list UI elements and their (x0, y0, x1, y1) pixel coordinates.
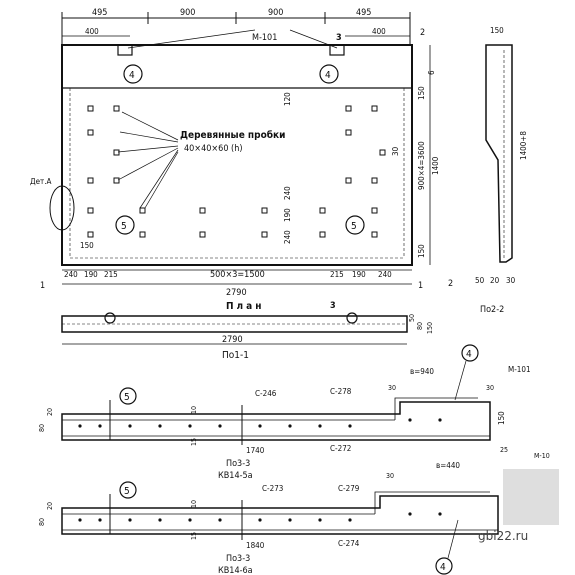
mark-4-left: 4 (129, 70, 135, 81)
side-dim-1408: 1400+8 (519, 131, 528, 160)
sec33a-mark-4: 4 (466, 349, 472, 360)
sec33b-rebar-1: С-273 (262, 484, 283, 493)
bot-dim-2: 190 (84, 270, 98, 279)
bot-dim-6: 190 (352, 270, 366, 279)
int-dim-150: 150 (80, 241, 94, 250)
sec33b-dim-20: 20 (46, 502, 54, 510)
int-dim-2: 240 (283, 186, 292, 200)
sec33b-dim-30: 30 (386, 472, 394, 480)
small-dim-80: 80 (416, 322, 424, 330)
sec33a-dim-10: 10 (190, 406, 198, 414)
top-dim-3: 900 (268, 8, 283, 18)
watermark-text: gbi22.ru (478, 529, 529, 543)
sec33a-dim-15: 15 (190, 438, 198, 446)
sec33a-mark-5: 5 (124, 392, 130, 403)
watermark-logo-icon (503, 469, 559, 525)
sec33b-dim-80: 80 (38, 518, 46, 526)
plug-size: 40×40×60 (h) (184, 144, 243, 154)
cut-3-top: 3 (336, 33, 342, 43)
sec33a-b: в=940 (410, 367, 434, 376)
small-dim-150: 150 (426, 322, 434, 334)
sec33b-title: По3-3 (226, 554, 250, 564)
total-width: 2790 (226, 288, 247, 298)
bot-dim-7: 240 (378, 270, 392, 279)
small-dim-50: 50 (408, 314, 416, 322)
sec33a-dim-1740: 1740 (246, 446, 265, 455)
top-dim-1: 495 (92, 8, 107, 18)
bot-dim-3: 215 (104, 270, 118, 279)
int-dim-4: 240 (283, 230, 292, 244)
top-dim-4: 495 (356, 8, 371, 18)
section-3-3-a: 5 4 в=940 М-101 С-246 С-278 С-272 80 20 … (38, 344, 531, 481)
panel-outline (61, 44, 413, 266)
sec33a-rebar-3: С-272 (330, 444, 351, 453)
cut-1-left: 1 (40, 281, 45, 291)
cut-1-right: 1 (418, 281, 423, 291)
plan-title: План (226, 301, 264, 312)
cut-2-top: 2 (420, 28, 425, 38)
sec33a-dim-30a: 30 (388, 384, 396, 392)
mark-m101: М-101 (252, 33, 277, 43)
int-dim-1: 120 (283, 92, 292, 106)
plan-view: 495 900 900 495 400 400 М-101 3 2 4 4 (30, 8, 453, 312)
sec33a-dim-30b: 30 (486, 384, 494, 392)
right-dim-1400: 1400 (431, 156, 440, 175)
sec33a-dim-20: 20 (46, 408, 54, 416)
rebar-dots (78, 418, 442, 522)
side-dim-150: 150 (490, 26, 504, 35)
section11-dim: 2790 (222, 335, 243, 345)
sec33a-dim-25: 25 (500, 446, 508, 454)
bot-dim-5: 215 (330, 270, 344, 279)
side-bot-50: 50 (475, 276, 485, 285)
cut-2-bottom: 2 (448, 279, 453, 289)
section-3-3-b: 5 4 в=440 М-10 С-273 С-279 С-274 80 20 1… (38, 452, 550, 575)
sec33b-dim-1840: 1840 (246, 541, 265, 550)
right-dim-6: 6 (427, 70, 436, 75)
sec33a-dim-150: 150 (497, 411, 506, 425)
section-1-1: 50 80 150 2790 По1-1 (61, 312, 434, 361)
sec33a-dim-80: 80 (38, 424, 46, 432)
mark-5-right: 5 (351, 221, 357, 232)
wooden-plugs (87, 105, 386, 238)
sec33b-dim-10: 10 (190, 500, 198, 508)
sec33a-title: По3-3 (226, 459, 250, 469)
sub-dim-left: 400 (85, 27, 99, 36)
node-a-label: Дет.А (30, 177, 52, 186)
mark-4-right: 4 (325, 70, 331, 81)
plug-title: Деревянные пробки (180, 129, 285, 141)
sec33b-b: в=440 (436, 461, 460, 470)
sec33a-subtitle: КВ14-5а (218, 471, 253, 481)
sec33a-rebar-2: С-278 (330, 387, 352, 396)
plug-leaders (117, 111, 179, 209)
sec33b-dim-15: 15 (190, 532, 198, 540)
sec33b-rebar-3: С-274 (338, 539, 360, 548)
bot-dim-1: 240 (64, 270, 78, 279)
sec33b-subtitle: КВ14-6а (218, 566, 253, 575)
cut-3-bottom: 3 (330, 301, 336, 311)
sec33b-rebar-2: С-279 (338, 484, 360, 493)
right-dim-150: 150 (417, 86, 426, 100)
sec33a-rebar-1: С-246 (255, 389, 277, 398)
right-dim-30: 30 (391, 146, 400, 156)
sec33b-mark-5: 5 (124, 486, 130, 497)
section-2-2: 150 1400+8 50 20 30 По2-2 (475, 26, 528, 315)
int-dim-3: 190 (283, 208, 292, 222)
section11-title: По1-1 (222, 350, 249, 361)
mark-5-left: 5 (121, 221, 127, 232)
sec33a-m101: М-101 (508, 365, 531, 374)
sec33b-m10: М-10 (534, 452, 550, 460)
right-dim-150b: 150 (417, 244, 426, 258)
top-dim-2: 900 (180, 8, 195, 18)
side-bot-20: 20 (490, 276, 500, 285)
sec33b-mark-4: 4 (440, 562, 446, 573)
section22-title: По2-2 (480, 305, 504, 315)
sub-dim-right: 400 (372, 27, 386, 36)
side-bot-30: 30 (506, 276, 516, 285)
bot-dim-4: 500×3=1500 (210, 270, 265, 280)
right-dim-3600: 900×4=3600 (417, 141, 426, 190)
